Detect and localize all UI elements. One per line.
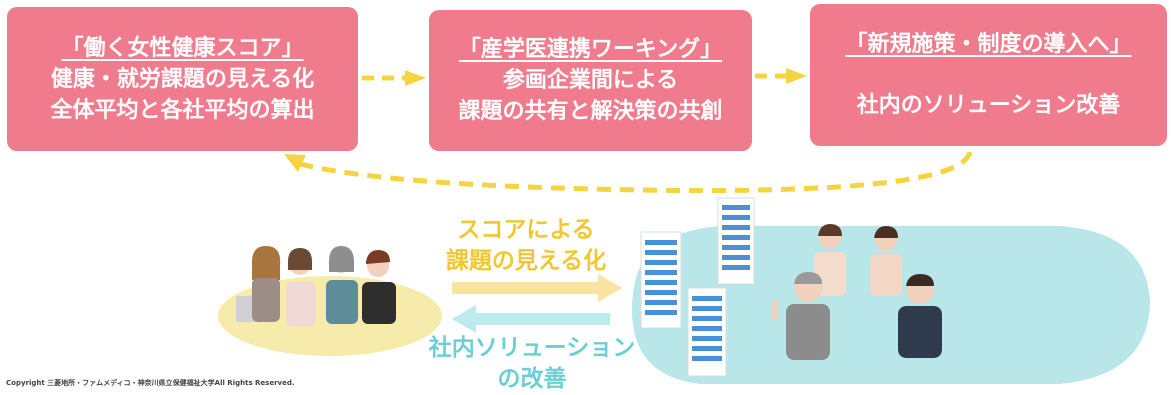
box-title: 「産学医連携ワーキング」 [458,37,723,62]
visualization-label: スコアによる 課題の見える化 [440,215,612,277]
right-group-blob [632,225,1150,384]
box-industry-academia-working: 「産学医連携ワーキング」 参画企業間による 課題の共有と解決策の共創 [429,10,752,151]
solution-improvement-label: 社内ソリューション の改善 [428,333,636,395]
arrow-to-left [452,305,610,333]
office-buildings-icon [640,197,755,377]
label-line: 社内ソリューション [428,335,636,361]
box-title: 「働く女性健康スコア」 [61,35,304,61]
box-health-score: 「働く女性健康スコア」 健康・就労課題の見える化 全体平均と各社平均の算出 [7,7,358,151]
feedback-arrow [284,151,973,194]
flow-arrow-2-3 [755,68,807,84]
arrow-to-right [452,274,622,302]
women-workers-illustration [236,246,396,326]
box-line: 参画企業間による [502,68,679,93]
box-new-measures: 「新規施策・制度の導入へ」 社内のソリューション改善 [810,4,1167,146]
label-line: 課題の見える化 [445,248,607,274]
box-line: 課題の共有と解決策の共創 [458,99,723,124]
flow-arrow-1-2 [362,70,426,86]
box-line: 全体平均と各社平均の算出 [50,97,315,123]
company-staff-illustration [772,224,942,360]
label-line: の改善 [497,366,567,392]
box-title: 「新規施策・制度の導入へ」 [845,32,1132,57]
copyright-notice: Copyright 三菱地所・ファムメディコ・神奈川県立保健福祉大学All Ri… [6,379,295,387]
label-line: スコアによる [457,217,595,243]
box-line: 健康・就労課題の見える化 [50,66,315,92]
box-line: 社内のソリューション改善 [856,93,1121,118]
